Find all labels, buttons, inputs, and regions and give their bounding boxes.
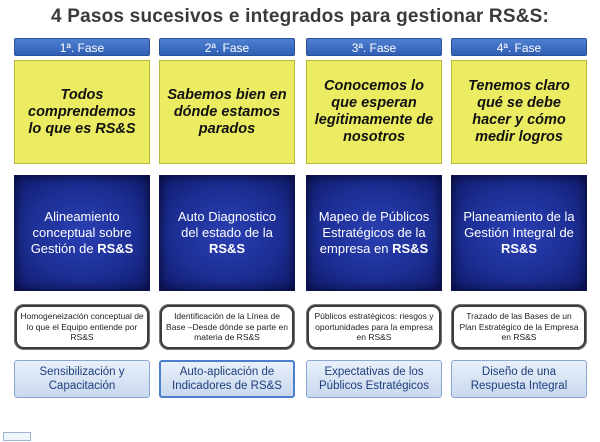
phase-activity-box-4: Planeamiento de la Gestión Integral de R… [451, 175, 587, 291]
phase-activity-box-3: Mapeo de Públicos Estratégicos de la emp… [306, 175, 442, 291]
phase-result-box-3: Expectativas de los Públicos Estratégico… [306, 360, 442, 398]
phase-header-1: 1ª. Fase [14, 38, 150, 56]
phase-goal-box-4: Tenemos claro qué se debe hacer y cómo m… [451, 60, 587, 164]
phase-detail-box-2: Identificación de la Línea de Base –Desd… [159, 304, 295, 350]
phase-result-box-4: Diseño de una Respuesta Integral [451, 360, 587, 398]
phase-detail-box-3: Públicos estratégicos: riesgos y oportun… [306, 304, 442, 350]
phase-column-1: 1ª. Fase Todos comprendemos lo que es RS… [14, 38, 150, 398]
phase-column-4: 4ª. Fase Tenemos claro qué se debe hacer… [451, 38, 587, 398]
page-title: 4 Pasos sucesivos e integrados para gest… [50, 6, 550, 27]
phase-column-2: 2ª. Fase Sabemos bien en dónde estamos p… [159, 38, 295, 398]
phase-activity-text-1: Alineamiento conceptual sobre Gestión de… [30, 209, 134, 256]
phase-goal-box-2: Sabemos bien en dónde estamos parados [159, 60, 295, 164]
phase-activity-text-4: Planeamiento de la Gestión Integral de R… [463, 209, 575, 256]
phase-goal-text-3: Conocemos lo que esperan legitimamente d… [314, 78, 434, 145]
corner-logo [3, 432, 31, 441]
phase-goal-box-1: Todos comprendemos lo que es RS&S [14, 60, 150, 164]
rss-bold-3: RS&S [392, 241, 429, 256]
phase-activity-box-1: Alineamiento conceptual sobre Gestión de… [14, 175, 150, 291]
phase-goal-text-4: Tenemos claro qué se debe hacer y cómo m… [468, 78, 570, 145]
rss-bold-2: RS&S [208, 241, 246, 256]
phase-goal-text-1: Todos comprendemos lo que es RS&S [28, 86, 136, 137]
phase-result-box-1: Sensibilización y Capacitación [14, 360, 150, 398]
phase-detail-box-4: Trazado de las Bases de un Plan Estratég… [451, 304, 587, 350]
phase-header-3: 3ª. Fase [306, 38, 442, 56]
phase-goal-box-3: Conocemos lo que esperan legitimamente d… [306, 60, 442, 164]
phase-result-box-2: Auto-aplicación de Indicadores de RS&S [159, 360, 295, 398]
phase-goal-text-2: Sabemos bien en dónde estamos parados [167, 86, 287, 137]
rss-bold-4: RS&S [500, 241, 538, 256]
phase-detail-text-1: Homogeneización conceptual de lo que el … [17, 307, 147, 347]
phase-detail-text-2: Identificación de la Línea de Base –Desd… [162, 307, 292, 347]
phase-detail-text-4: Trazado de las Bases de un Plan Estratég… [454, 307, 584, 347]
phase-header-2: 2ª. Fase [159, 38, 295, 56]
phase-detail-text-3: Públicos estratégicos: riesgos y oportun… [309, 307, 439, 347]
phase-header-4: 4ª. Fase [451, 38, 587, 56]
phase-activity-text-3: Mapeo de Públicos Estratégicos de la emp… [318, 209, 430, 256]
rss-bold-1: RS&S [97, 241, 134, 256]
phase-activity-text-2: Auto Diagnostico del estado de la RS&S [177, 209, 277, 256]
phase-detail-box-1: Homogeneización conceptual de lo que el … [14, 304, 150, 350]
phase-activity-box-2: Auto Diagnostico del estado de la RS&S [159, 175, 295, 291]
phase-column-3: 3ª. Fase Conocemos lo que esperan legiti… [306, 38, 442, 398]
